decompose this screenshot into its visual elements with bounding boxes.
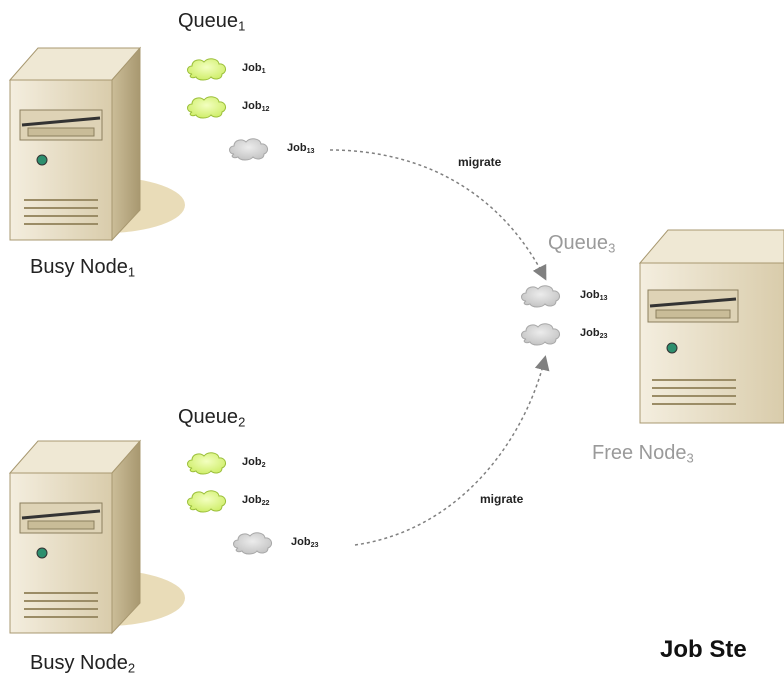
job-label: Job13 — [287, 142, 315, 155]
server-3-icon — [638, 229, 784, 424]
job-label: Job22 — [242, 494, 270, 507]
job-cloud-icon — [521, 323, 561, 346]
job-label: Job12 — [242, 100, 270, 113]
diagram-title: Job Ste — [660, 636, 747, 663]
node-3-label: Free Node3 — [592, 442, 694, 466]
job-cloud-icon — [521, 285, 561, 308]
job-cloud-icon — [187, 58, 227, 81]
queue-3-title: Queue3 — [548, 232, 616, 256]
job-cloud-icon — [187, 490, 227, 513]
migrate-label-1: migrate — [458, 155, 502, 169]
job-cloud-icon — [233, 532, 273, 555]
migrate-arrow-1 — [329, 149, 547, 281]
node-2-label: Busy Node2 — [30, 652, 136, 676]
server-1-icon — [8, 46, 185, 242]
server-2-icon — [8, 439, 185, 635]
migrate-label-2: migrate — [480, 492, 524, 506]
migrate-arrow-2 — [354, 355, 550, 546]
job-label: Job13 — [580, 289, 608, 302]
job-label: Job1 — [242, 62, 266, 75]
job-label: Job2 — [242, 456, 266, 469]
job-label: Job23 — [291, 536, 319, 549]
job-cloud-icon — [187, 96, 227, 119]
job-label: Job23 — [580, 327, 608, 340]
queue-2-title: Queue2 — [178, 406, 246, 430]
node-1-label: Busy Node1 — [30, 256, 136, 280]
job-cloud-icon — [229, 138, 269, 161]
job-cloud-icon — [187, 452, 227, 475]
queue-1-title: Queue1 — [178, 10, 246, 34]
